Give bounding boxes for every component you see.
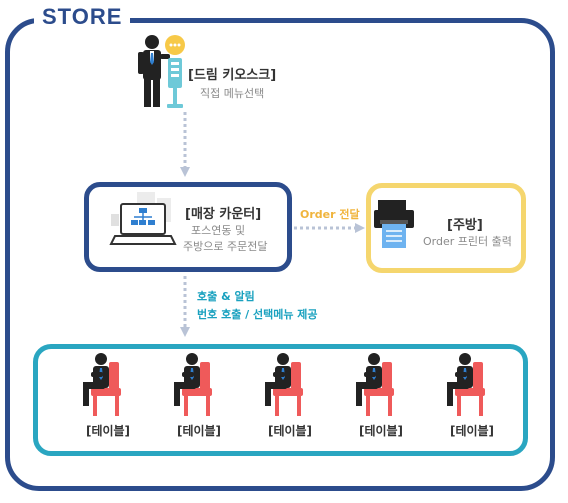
notify-label-line1: 호출 & 알림 xyxy=(197,290,255,303)
kiosk-subtitle: 직접 메뉴선택 xyxy=(200,87,265,100)
counter-subtitle-line2: 주방으로 주문전달 xyxy=(183,240,268,253)
pos-laptop-icon xyxy=(109,192,177,245)
store-frame xyxy=(5,18,555,491)
printer-icon xyxy=(374,200,414,248)
arrow-kiosk-to-counter xyxy=(180,112,190,177)
seated-customer-icon xyxy=(265,353,303,416)
kiosk-title: [드림 키오스크] xyxy=(188,68,277,83)
arrow-counter-to-tables xyxy=(180,276,190,337)
kitchen-subtitle: Order 프린터 출력 xyxy=(423,235,512,248)
seated-customer-icon xyxy=(356,353,394,416)
table-item: [테이블] xyxy=(255,352,325,448)
store-title: STORE xyxy=(34,4,131,30)
table-item: [테이블] xyxy=(73,352,143,448)
counter-subtitle-line1: 포스연동 및 xyxy=(191,224,246,237)
seated-customer-icon xyxy=(174,353,212,416)
table-label: [테이블] xyxy=(449,424,495,438)
kiosk-user-icon xyxy=(138,35,185,108)
table-item: [테이블] xyxy=(437,352,507,448)
table-item: [테이블] xyxy=(346,352,416,448)
notify-label-line2: 번호 호출 / 선택메뉴 제공 xyxy=(197,308,318,321)
table-label: [테이블] xyxy=(176,424,222,438)
seated-customer-icon xyxy=(447,353,485,416)
table-label: [테이블] xyxy=(85,424,131,438)
counter-box xyxy=(84,182,292,272)
table-label: [테이블] xyxy=(267,424,313,438)
seated-customer-icon xyxy=(83,353,121,416)
order-transfer-label: Order 전달 xyxy=(300,208,360,221)
table-item: [테이블] xyxy=(164,352,234,448)
counter-title: [매장 카운터] xyxy=(185,207,262,222)
arrow-counter-to-kitchen xyxy=(294,223,365,233)
kitchen-title: [주방] xyxy=(447,218,483,233)
table-label: [테이블] xyxy=(358,424,404,438)
